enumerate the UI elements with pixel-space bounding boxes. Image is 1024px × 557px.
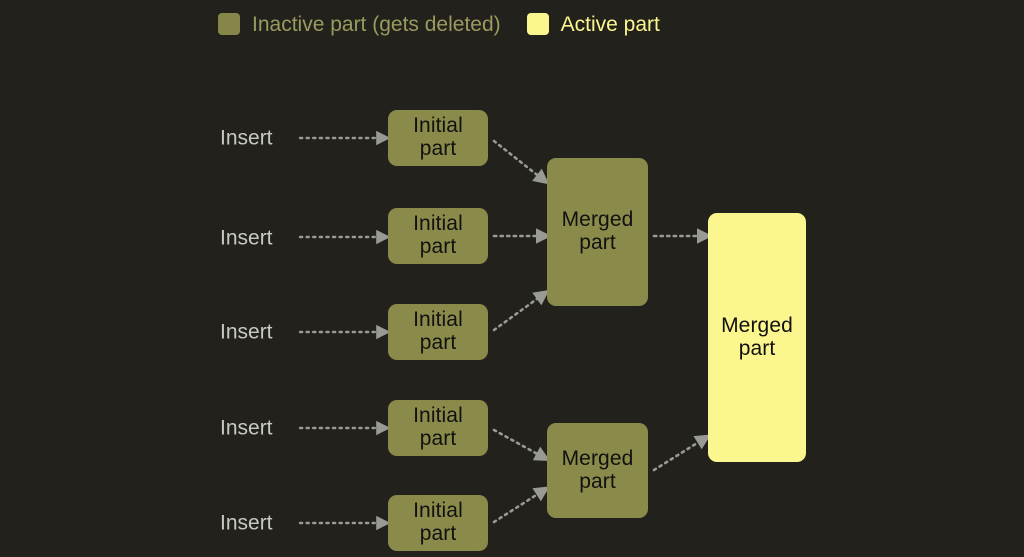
- insert-label-4: Insert: [220, 416, 273, 440]
- active-part-swatch-icon: [526, 13, 549, 35]
- insert-label-5: Insert: [220, 511, 273, 535]
- arrow-initial4-to-merged-bottom: [492, 428, 551, 462]
- node-merged-part-top[interactable]: Merged part: [547, 158, 648, 306]
- insert-label-3: Insert: [220, 320, 273, 344]
- legend: Inactive part (gets deleted) Active part: [218, 8, 660, 40]
- node-initial-part-1[interactable]: Initial part: [388, 110, 488, 166]
- node-initial-part-5[interactable]: Initial part: [388, 495, 488, 551]
- arrow-initial3-to-merged-top: [492, 289, 550, 332]
- inactive-part-swatch-icon: [218, 13, 240, 35]
- arrow-initial5-to-merged-bottom: [492, 486, 550, 524]
- insert-label-2: Insert: [220, 226, 273, 250]
- node-merged-part-active[interactable]: Merged part: [708, 213, 806, 462]
- legend-entry-inactive: Inactive part (gets deleted): [218, 13, 501, 35]
- legend-label-active: Active part: [560, 12, 660, 36]
- node-initial-part-4[interactable]: Initial part: [388, 400, 488, 456]
- arrow-merged-bottom-to-active: [652, 434, 711, 472]
- node-initial-part-3[interactable]: Initial part: [388, 304, 488, 360]
- legend-label-inactive: Inactive part (gets deleted): [252, 12, 501, 36]
- insert-label-1: Insert: [220, 126, 273, 150]
- node-initial-part-2[interactable]: Initial part: [388, 208, 488, 264]
- arrow-initial1-to-merged-top: [492, 139, 550, 185]
- node-merged-part-bottom[interactable]: Merged part: [547, 423, 648, 518]
- legend-entry-active: Active part: [526, 12, 660, 36]
